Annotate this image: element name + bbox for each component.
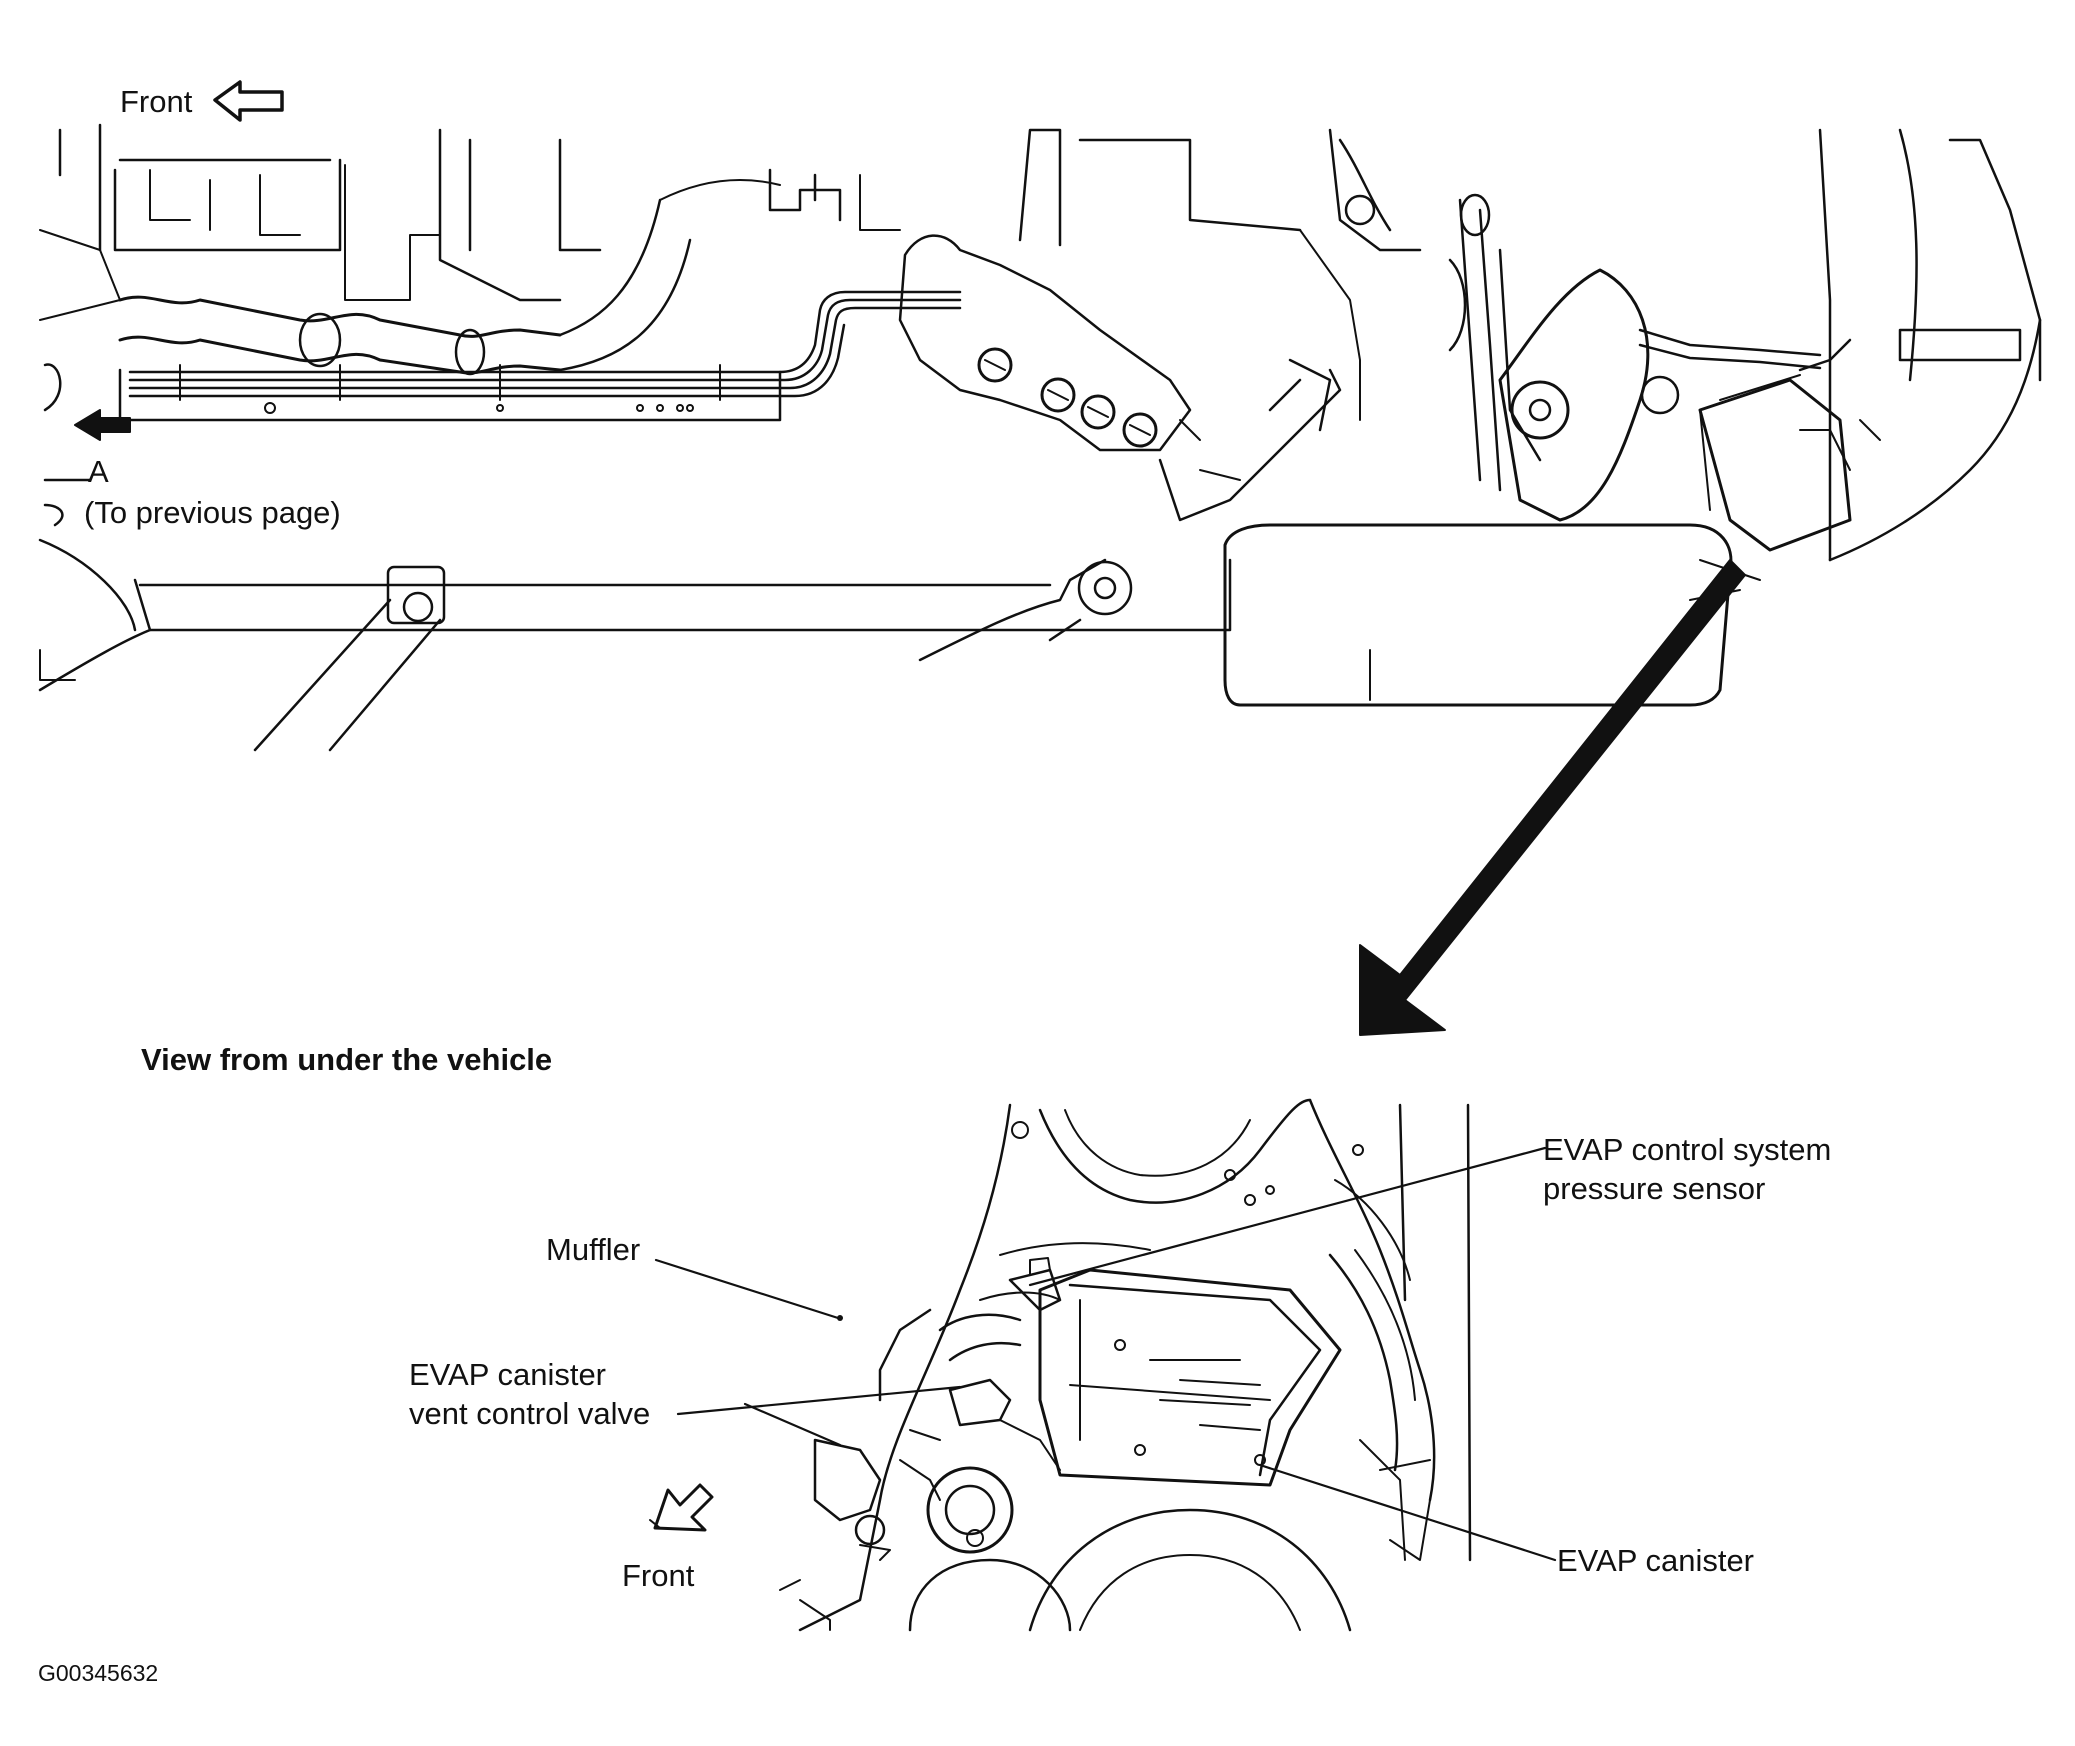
- leader-pressure-sensor: [1028, 1146, 1547, 1287]
- to-previous-page-label: (To previous page): [84, 495, 341, 530]
- evap-canister-top-view: [1698, 378, 1852, 552]
- leader-muffler: [654, 1258, 840, 1320]
- view-title: View from under the vehicle: [141, 1042, 553, 1077]
- front-direction-arrow-top: [213, 80, 284, 122]
- evap-canister-label: EVAP canister: [1557, 1543, 1755, 1578]
- muffler-label: Muffler: [546, 1232, 641, 1267]
- exhaust-pipe: [118, 295, 562, 338]
- top-underbody-illustration: [38, 80, 2042, 752]
- evap-pressure-sensor-label-line1: EVAP control system: [1543, 1132, 1832, 1167]
- detail-view-illustration: [779, 1098, 1472, 1632]
- marker-a-arrow: [74, 409, 131, 441]
- front-direction-arrow-bottom: [653, 1483, 714, 1532]
- leader-lines: [654, 1146, 1557, 1562]
- detail-pointer-arrow: [1359, 559, 1746, 1036]
- evap-canister-detail: [1038, 1268, 1342, 1487]
- rear-suspension-arm: [1498, 268, 1650, 522]
- front-label-top: Front: [120, 84, 193, 119]
- frame-rail: [133, 558, 1232, 632]
- marker-a-label: A: [88, 454, 109, 489]
- leader-vent-valve-a: [676, 1385, 962, 1416]
- front-label-bottom: Front: [622, 1558, 695, 1593]
- fuel-tank: [1223, 523, 1733, 707]
- figure-id: G00345632: [38, 1660, 159, 1686]
- evap-pressure-sensor-label-line2: pressure sensor: [1543, 1171, 1766, 1206]
- driveshaft: [253, 598, 442, 752]
- fuel-line-bundle: [128, 290, 962, 374]
- leader-evap-canister: [1258, 1463, 1557, 1562]
- leader-vent-valve-b: [743, 1402, 842, 1447]
- evap-vent-valve-label-line1: EVAP canister: [409, 1357, 607, 1392]
- evap-vent-valve-label-line2: vent control valve: [409, 1396, 651, 1431]
